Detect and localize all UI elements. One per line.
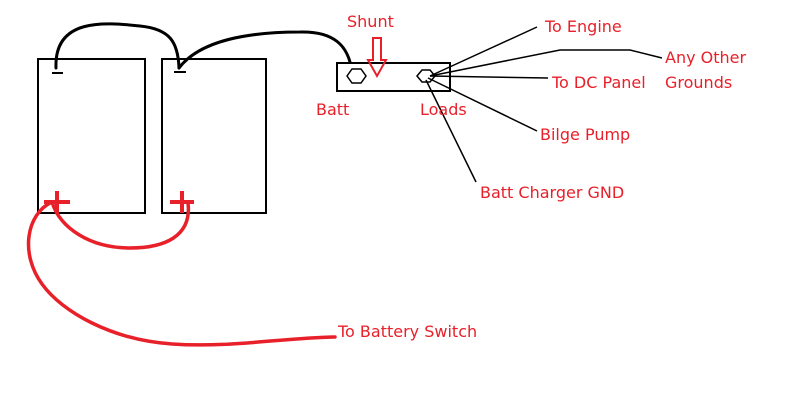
batt-charger-gnd-label: Batt Charger GND <box>480 183 625 202</box>
shunt-batt-terminal <box>346 68 367 84</box>
battery-2 <box>161 58 267 214</box>
to-engine-wire <box>429 26 538 77</box>
any-other-grounds-wire <box>429 49 663 77</box>
shunt-arrow <box>366 37 388 79</box>
battery-2-positive-terminal <box>170 191 194 213</box>
loads-terminal-label: Loads <box>420 100 467 119</box>
any-other-label: Any Other <box>665 48 747 67</box>
shunt-body <box>336 62 451 92</box>
to-battery-switch-label: To Battery Switch <box>338 322 478 341</box>
to-dc-panel-label: To DC Panel <box>552 73 646 92</box>
positive-jumper-wire <box>50 200 191 250</box>
bilge-pump-wire <box>427 77 538 132</box>
positive-to-switch-wire <box>26 200 337 347</box>
batt-charger-gnd-wire <box>425 79 477 183</box>
grounds-label: Grounds <box>665 73 733 92</box>
battery-1 <box>37 58 146 214</box>
negative-to-shunt-wire <box>177 30 352 70</box>
batt-terminal-label: Batt <box>316 100 350 119</box>
to-engine-label: To Engine <box>545 17 622 36</box>
to-dc-panel-wire <box>429 75 549 79</box>
bilge-pump-label: Bilge Pump <box>540 125 631 144</box>
shunt-label: Shunt <box>347 12 394 31</box>
negative-jumper-wire <box>54 22 181 70</box>
